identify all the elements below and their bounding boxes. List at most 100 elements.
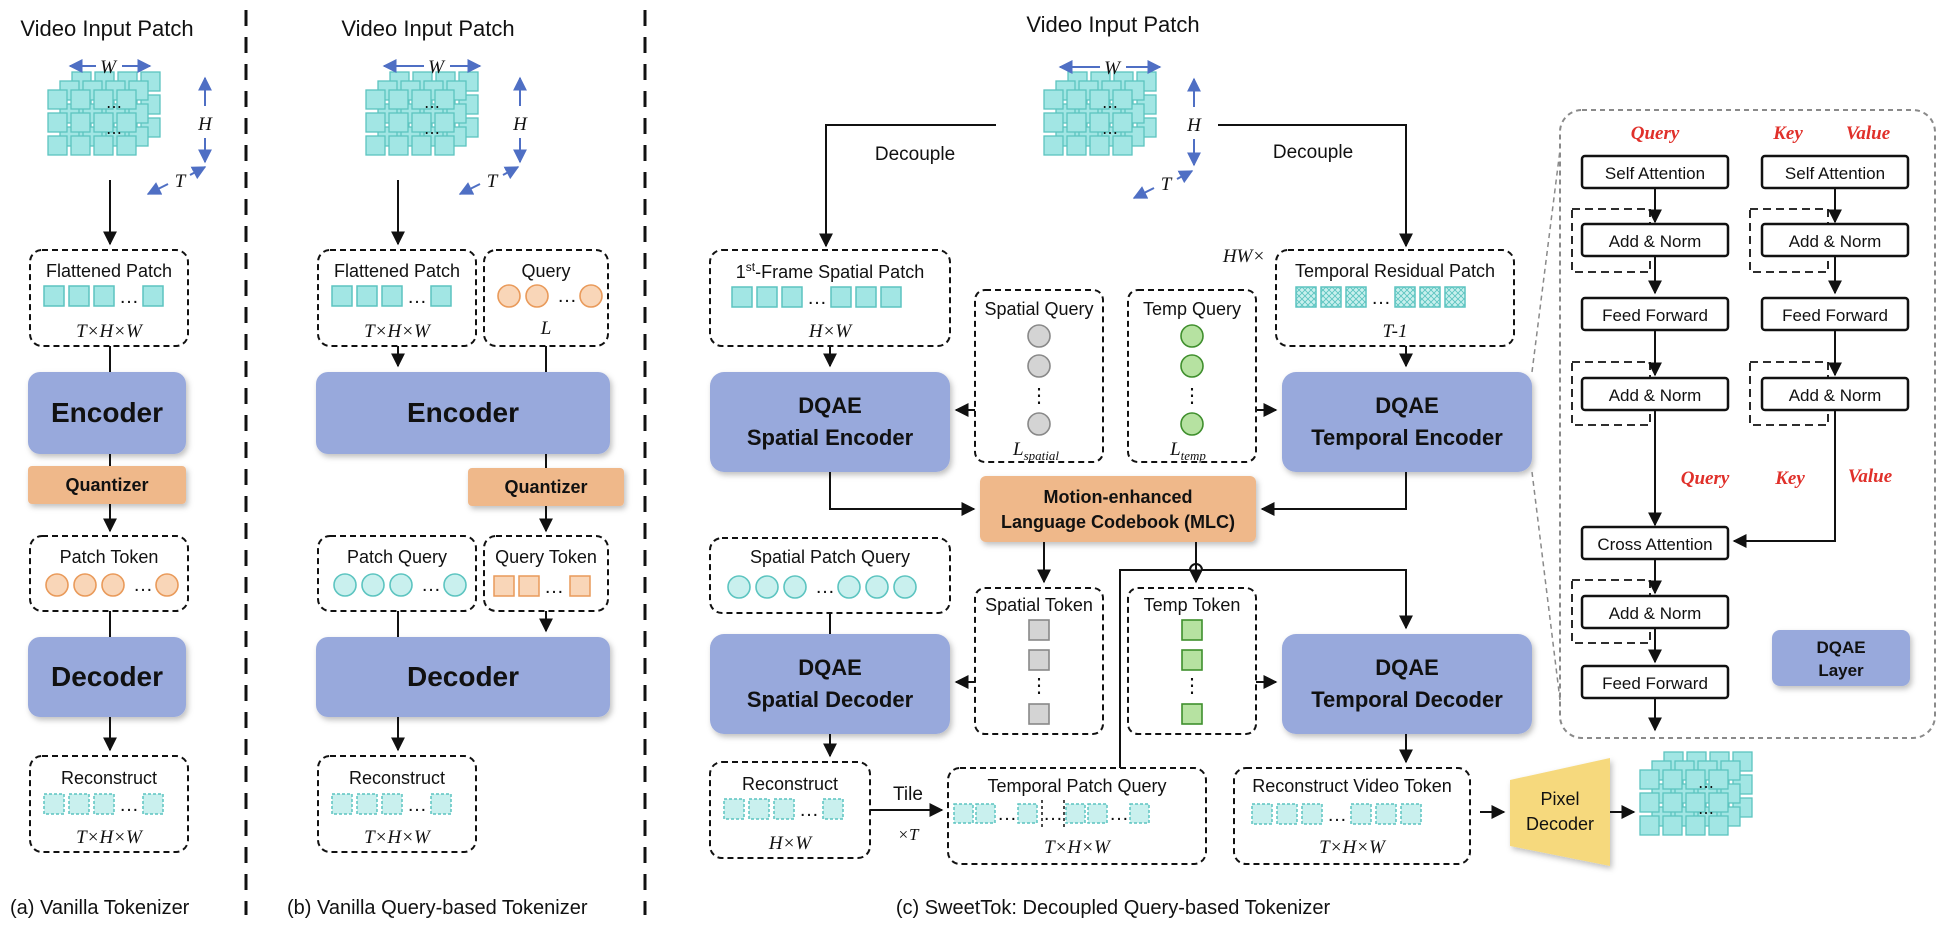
patch-square bbox=[1251, 803, 1273, 825]
video-patch-cube-c: ⋯⋯ bbox=[1043, 71, 1157, 156]
pixel-decoder-l1: Pixel bbox=[1540, 789, 1579, 809]
temp-token-label: Temp Token bbox=[1144, 595, 1241, 615]
feed-forward-r1-label: Feed Forward bbox=[1782, 306, 1888, 325]
dqae-legend-l1: DQAE bbox=[1816, 638, 1865, 657]
query-mid-label: Query bbox=[1681, 468, 1730, 489]
cube-patch bbox=[1662, 815, 1683, 836]
key-top-label: Key bbox=[1772, 123, 1803, 144]
dim-t-c: T bbox=[1161, 174, 1173, 195]
arrow-an-r2-to-ca bbox=[1732, 410, 1836, 548]
ellipsis-glyph: … bbox=[119, 286, 139, 308]
token-square bbox=[1028, 619, 1050, 641]
reconstruct-squares-a: … bbox=[43, 793, 164, 816]
cube-patch bbox=[47, 89, 68, 110]
dqae-layer-legend bbox=[1772, 630, 1910, 686]
cube-patch bbox=[47, 112, 68, 133]
cube-patch bbox=[1043, 89, 1064, 110]
ellipsis-glyph: ⋯ bbox=[424, 99, 440, 116]
query-token-box-b bbox=[483, 535, 609, 612]
panel-c: Video Input Patch ⋯⋯ W H T Decouple Deco… bbox=[709, 12, 1753, 919]
spatial-decoder-l2: Spatial Decoder bbox=[747, 687, 914, 712]
reconstruct-video-token-dims: T×H×W bbox=[1319, 837, 1387, 858]
patch-square bbox=[723, 798, 745, 820]
temporal-encoder-l2: Temporal Encoder bbox=[1311, 425, 1503, 450]
t-arrow-a-1 bbox=[146, 182, 169, 195]
add-norm-l2-label: Add & Norm bbox=[1609, 386, 1702, 405]
vertical-ellipsis-glyph: ⋮ bbox=[1029, 385, 1049, 407]
cube-patch bbox=[1112, 112, 1133, 133]
token-square bbox=[1181, 619, 1203, 641]
temporal-encoder-l1: DQAE bbox=[1375, 393, 1439, 418]
temp-token-box bbox=[1127, 587, 1257, 735]
cube-patch bbox=[1685, 792, 1706, 813]
patch-square bbox=[1276, 803, 1298, 825]
add-norm-l1-label: Add & Norm bbox=[1609, 232, 1702, 251]
cube-patch bbox=[1089, 112, 1110, 133]
ellipsis-glyph: ⋯ bbox=[1102, 99, 1118, 116]
query-circle bbox=[1027, 412, 1051, 436]
temporal-patch-query-dims: T×H×W bbox=[1044, 837, 1112, 858]
patch-square bbox=[975, 803, 996, 824]
patch-square bbox=[142, 285, 164, 307]
patch-square bbox=[1129, 803, 1150, 824]
pixel-decoder bbox=[1510, 758, 1610, 866]
flattened-patch-squares-b: … bbox=[331, 285, 452, 308]
cube-patch bbox=[116, 112, 137, 133]
cube-patch bbox=[434, 112, 455, 133]
reconstruct-label-a: Reconstruct bbox=[61, 768, 157, 788]
temp-query-label: Temp Query bbox=[1143, 299, 1241, 319]
quantizer-block-b bbox=[468, 468, 624, 506]
ellipsis-glyph: … bbox=[119, 794, 139, 816]
feed-forward-l1-label: Feed Forward bbox=[1602, 306, 1708, 325]
token-circle bbox=[73, 573, 97, 597]
dim-h-b: H bbox=[512, 114, 528, 135]
patch-square bbox=[1017, 803, 1038, 824]
patch-square bbox=[68, 285, 90, 307]
token-circle bbox=[525, 284, 549, 308]
cube-patch bbox=[411, 135, 432, 156]
reconstruct-dims-c: H×W bbox=[768, 833, 814, 854]
patch-square bbox=[68, 793, 90, 815]
ellipsis-glyph: … bbox=[421, 574, 441, 596]
query-token-squares-b: … bbox=[493, 575, 591, 598]
hw-times-label: HW× bbox=[1222, 246, 1265, 267]
token-circle bbox=[865, 575, 889, 599]
patch-token-box-a bbox=[29, 535, 189, 612]
token-square bbox=[1028, 649, 1050, 671]
cube-patch bbox=[434, 135, 455, 156]
patch-square bbox=[43, 285, 65, 307]
patch-square bbox=[830, 286, 852, 308]
encoder-label-b: Encoder bbox=[407, 397, 519, 428]
panel-c-title: Video Input Patch bbox=[1026, 12, 1199, 37]
decouple-label-right: Decouple bbox=[1273, 142, 1353, 163]
value-mid-label: Value bbox=[1848, 466, 1893, 487]
flattened-patch-dims-b: T×H×W bbox=[364, 321, 432, 342]
query-circle bbox=[1180, 412, 1204, 436]
video-patch-cube-a: ⋯⋯ bbox=[47, 71, 161, 156]
cube-patch bbox=[1639, 815, 1660, 836]
cube-patch bbox=[1043, 135, 1064, 156]
patch-square bbox=[1394, 286, 1416, 308]
ellipsis-glyph: ⋯ bbox=[424, 125, 440, 142]
query-circles-b: … bbox=[497, 284, 603, 308]
cube-patch bbox=[365, 135, 386, 156]
vertical-ellipsis-glyph: ⋮ bbox=[1182, 675, 1202, 697]
zoom-line-top bbox=[1531, 149, 1561, 373]
dim-h-a: H bbox=[197, 114, 213, 135]
quantizer-block-a bbox=[28, 466, 186, 504]
reconstruct-video-token-label: Reconstruct Video Token bbox=[1252, 776, 1451, 796]
dqae-legend-l2: Layer bbox=[1818, 661, 1864, 680]
cube-patch bbox=[116, 89, 137, 110]
token-circle bbox=[443, 573, 467, 597]
caption-b: (b) Vanilla Query-based Tokenizer bbox=[287, 897, 588, 919]
query-token-square bbox=[493, 575, 515, 597]
ellipsis-glyph: … bbox=[799, 799, 819, 821]
first-frame-patch-squares: … bbox=[731, 286, 902, 309]
temporal-residual-label: Temporal Residual Patch bbox=[1295, 261, 1495, 281]
spatial-patch-query-circles: … bbox=[727, 575, 917, 599]
feed-forward-l3-label: Feed Forward bbox=[1602, 674, 1708, 693]
patch-square bbox=[1419, 286, 1441, 308]
token-circle bbox=[389, 573, 413, 597]
ellipsis-glyph: ⋯ bbox=[1698, 779, 1714, 796]
reconstruct-video-token-squares: … bbox=[1251, 803, 1422, 826]
